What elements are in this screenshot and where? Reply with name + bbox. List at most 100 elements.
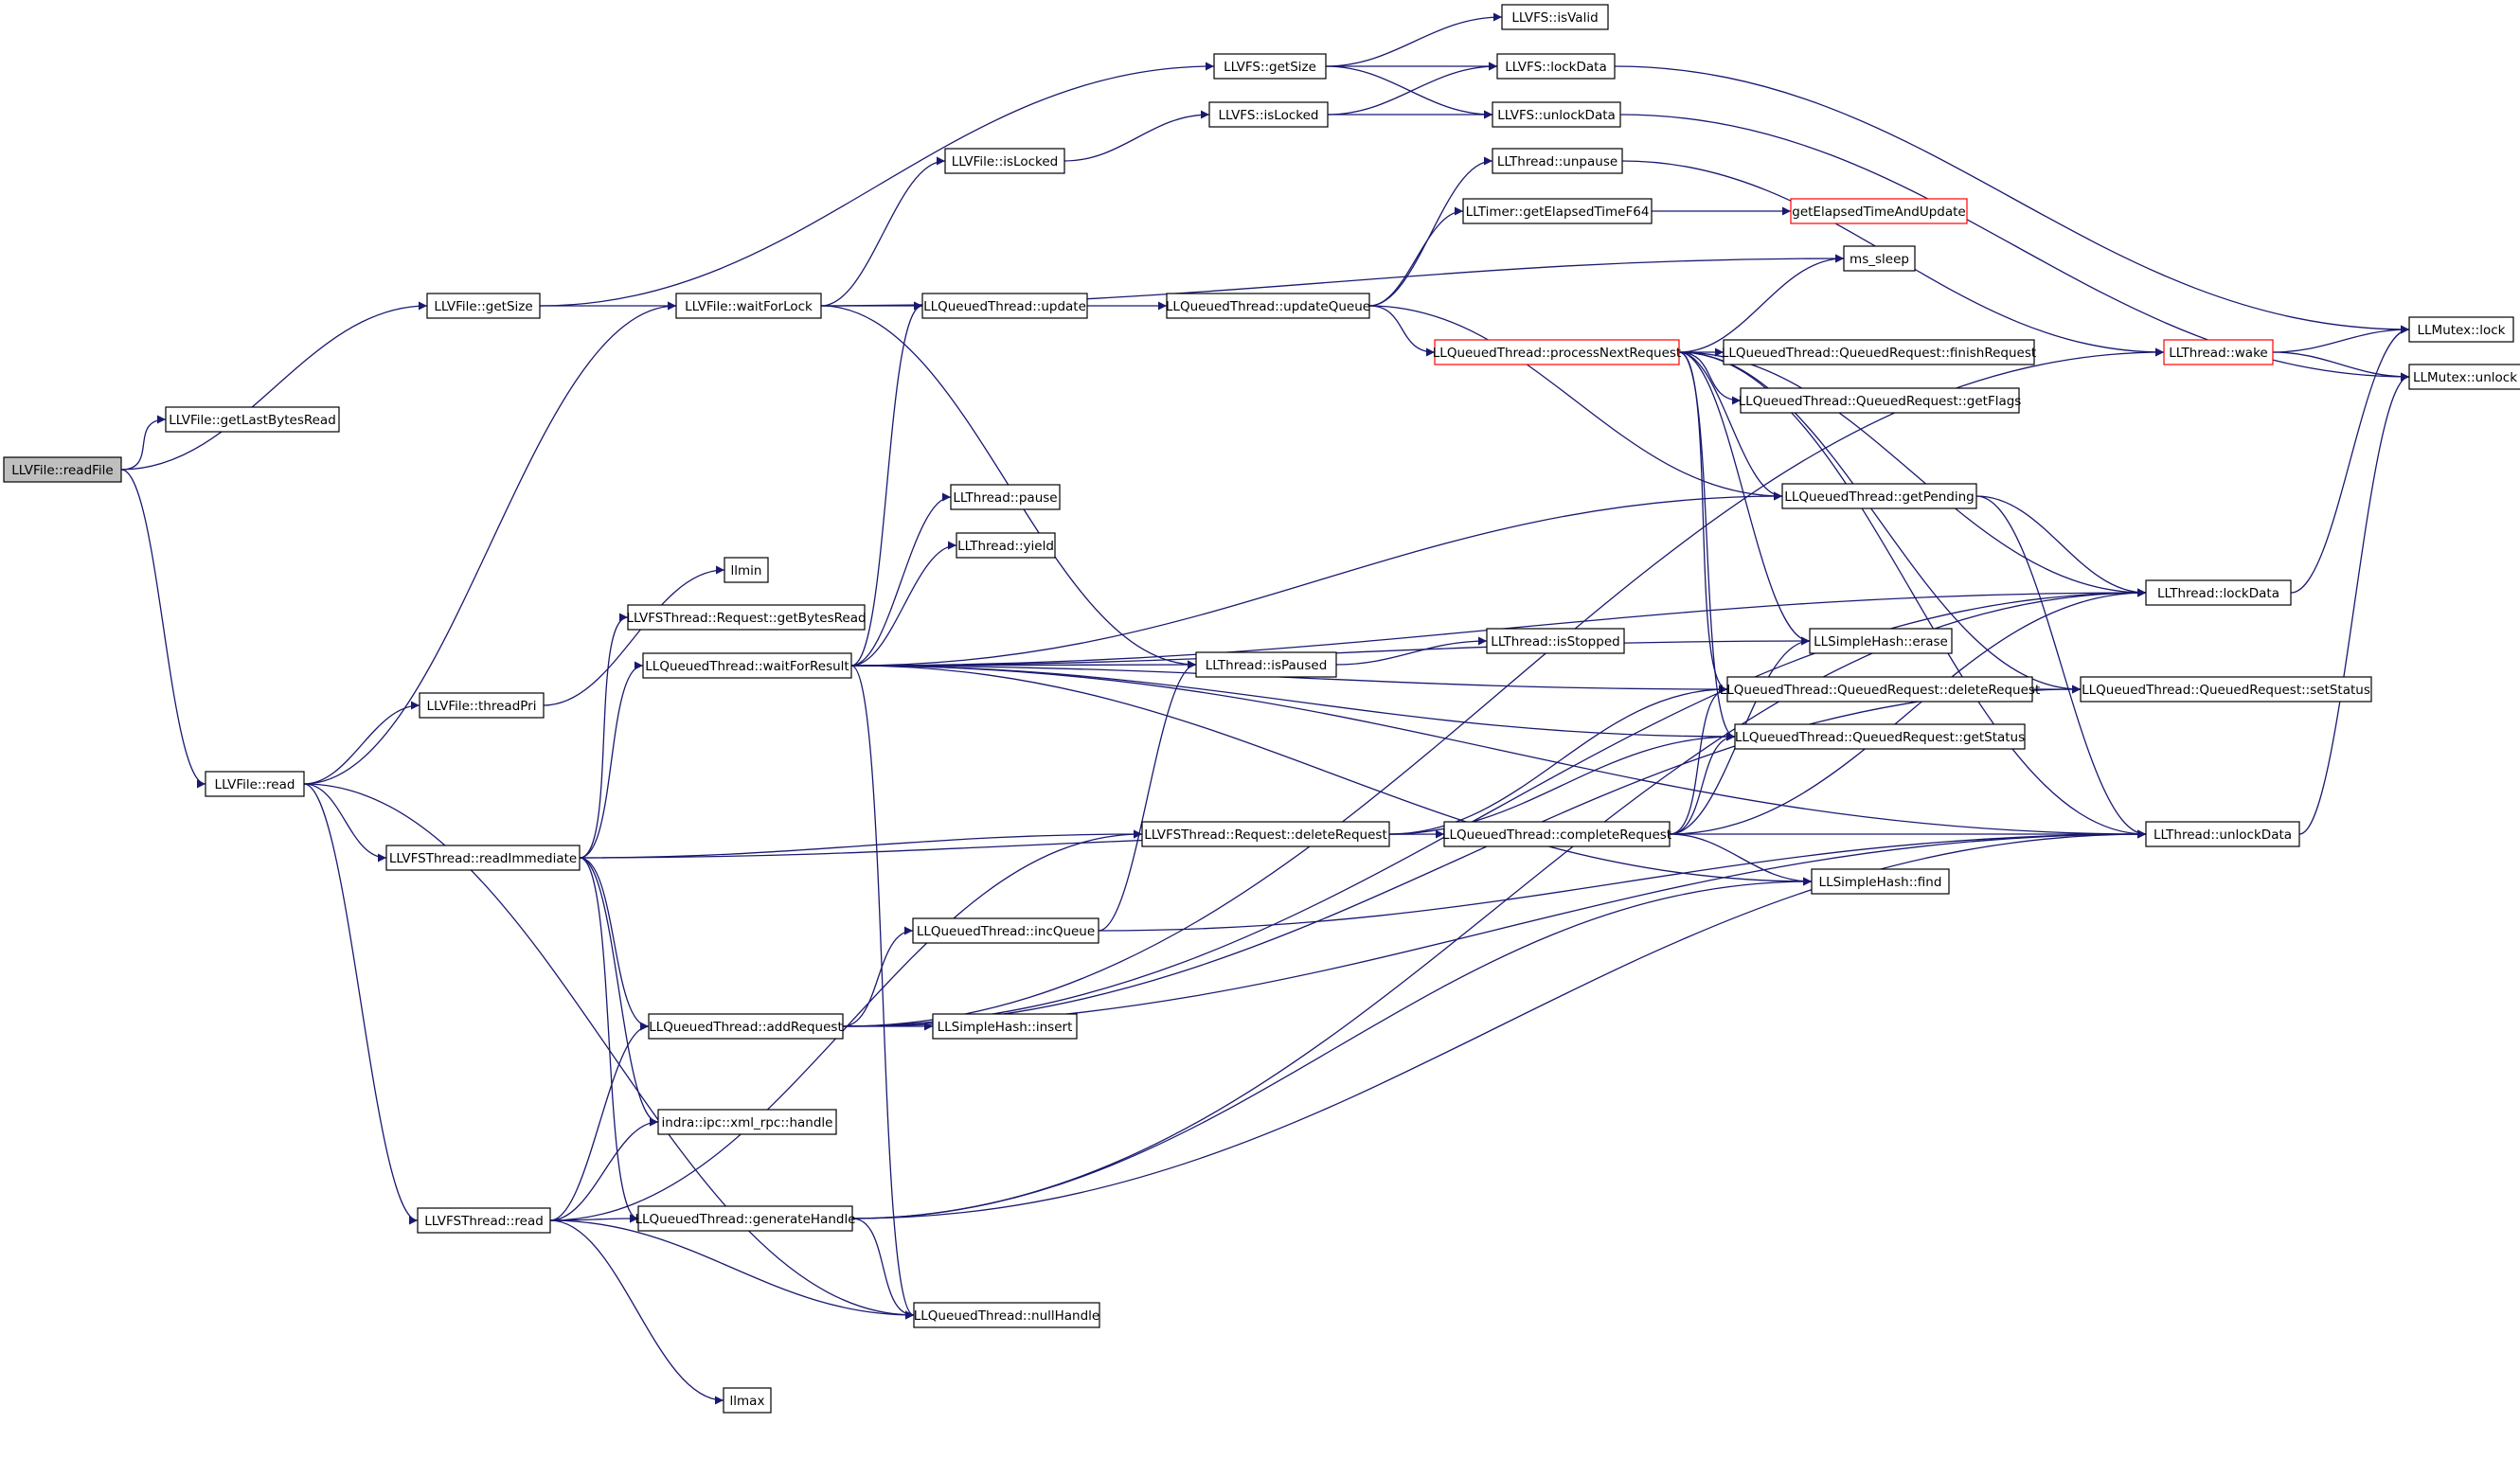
node-label: LLVFile::threadPri: [427, 699, 537, 714]
node-delete-request-qr[interactable]: LLQueuedThread::QueuedRequest::deleteReq…: [1720, 676, 2040, 703]
edge-get-size-file-to-vfs-get-size: [539, 62, 1215, 307]
node-box: [205, 771, 305, 797]
node-box: [1492, 148, 1623, 174]
node-label: LLQueuedThread::QueuedRequest::getFlags: [1739, 394, 2022, 409]
node-delete-request-vfs[interactable]: LLVFSThread::Request::deleteRequest: [1141, 821, 1390, 847]
node-read-thread[interactable]: LLVFSThread::read: [417, 1207, 551, 1234]
node-generate-handle[interactable]: LLQueuedThread::generateHandle: [634, 1205, 856, 1232]
node-null-handle[interactable]: LLQueuedThread::nullHandle: [913, 1302, 1100, 1328]
nodes-layer: LLVFile::readFile LLVFile::getLastBytesRe…: [3, 4, 2520, 1414]
node-label: LLQueuedThread::updateQueue: [1166, 299, 1370, 314]
node-get-elapsed-time-and-update[interactable]: getElapsedTimeAndUpdate: [1790, 198, 1968, 224]
node-label: LLQueuedThread::update: [923, 299, 1086, 314]
node-label: LLTimer::getElapsedTimeF64: [1466, 205, 1650, 220]
node-label: LLVFS::isValid: [1511, 10, 1598, 26]
edge-read-immediate-to-xml-rpc-handle: [579, 857, 659, 1127]
node-box: [2163, 339, 2274, 365]
edge-vfs-is-locked-to-vfs-lock-data: [1327, 62, 1498, 116]
edge-inc-queue-to-is-paused: [1098, 660, 1197, 932]
node-label: LLSimpleHash::find: [1819, 875, 1942, 890]
node-vfs-lock-data[interactable]: LLVFS::lockData: [1496, 53, 1616, 80]
node-box: [1208, 101, 1329, 128]
node-t-yield[interactable]: LLThread::yield: [956, 532, 1056, 559]
node-label: LLThread::wake: [2169, 346, 2267, 361]
node-box: [426, 293, 541, 319]
node-finish-request[interactable]: LLQueuedThread::QueuedRequest::finishReq…: [1722, 339, 2036, 365]
node-llmin[interactable]: llmin: [724, 557, 769, 583]
node-t-unlock-data[interactable]: LLThread::unlockData: [2145, 821, 2300, 847]
node-mutex-unlock[interactable]: LLMutex::unlock: [2408, 364, 2520, 390]
node-box: [1843, 245, 1916, 272]
node-read-file[interactable]: LLVFile::read: [205, 771, 305, 797]
node-box: [1740, 387, 2020, 414]
node-t-lock-data[interactable]: LLThread::lockData: [2145, 579, 2292, 606]
node-inc-queue[interactable]: LLQueuedThread::incQueue: [912, 917, 1099, 944]
node-box: [1809, 628, 1953, 654]
node-box: [1213, 53, 1327, 80]
node-read-immediate[interactable]: LLVFSThread::readImmediate: [385, 845, 581, 871]
node-xml-rpc-handle[interactable]: indra::ipc::xml_rpc::handle: [657, 1109, 837, 1135]
node-thread-pri[interactable]: LLVFile::threadPri: [419, 692, 545, 719]
edge-read-file-to-null-handle: [303, 783, 915, 1320]
node-box: [1434, 339, 1680, 365]
node-wait-for-lock[interactable]: LLVFile::waitForLock: [675, 293, 822, 319]
node-mutex-lock[interactable]: LLMutex::lock: [2408, 316, 2514, 343]
node-label: LLQueuedThread::getPending: [1784, 489, 1974, 505]
node-label: LLVFS::isLocked: [1219, 108, 1319, 123]
edge-get-pending-to-t-unlock-data: [1975, 495, 2147, 839]
edge-read-file-to-get-last-bytes-read: [120, 415, 167, 471]
node-sh-insert[interactable]: LLSimpleHash::insert: [932, 1013, 1078, 1040]
node-label: LLQueuedThread::QueuedRequest::setStatus: [2082, 683, 2370, 698]
node-box: [913, 1302, 1100, 1328]
edge-t-wake-to-mutex-lock: [2272, 325, 2410, 353]
node-is-locked-file[interactable]: LLVFile::isLocked: [944, 148, 1065, 174]
edge-complete-request-to-delete-request-qr: [1669, 685, 1728, 835]
node-label: LLSimpleHash::erase: [1814, 634, 1948, 649]
node-get-last-bytes-read[interactable]: LLVFile::getLastBytesRead: [165, 406, 340, 433]
edge-update-queue-to-get-elapsed-time-f64: [1368, 206, 1464, 307]
node-update-queue[interactable]: LLQueuedThread::updateQueue: [1166, 293, 1370, 319]
edge-thread-pri-to-llmin: [543, 565, 725, 706]
node-sh-find[interactable]: LLSimpleHash::find: [1811, 868, 1950, 895]
node-sh-erase[interactable]: LLSimpleHash::erase: [1809, 628, 1953, 654]
node-set-status[interactable]: LLQueuedThread::QueuedRequest::setStatus: [2080, 676, 2372, 703]
node-get-elapsed-time-f64[interactable]: LLTimer::getElapsedTimeF64: [1462, 198, 1653, 224]
node-get-flags[interactable]: LLQueuedThread::QueuedRequest::getFlags: [1739, 387, 2022, 414]
node-vfs-get-size[interactable]: LLVFS::getSize: [1213, 53, 1327, 80]
node-qt-update[interactable]: LLQueuedThread::update: [921, 293, 1088, 319]
node-get-size-file[interactable]: LLVFile::getSize: [426, 293, 541, 319]
node-label: LLQueuedThread::generateHandle: [634, 1212, 855, 1227]
node-t-unpause[interactable]: LLThread::unpause: [1492, 148, 1623, 174]
node-get-bytes-read[interactable]: LLVFSThread::Request::getBytesRead: [626, 604, 867, 631]
node-ms-sleep[interactable]: ms_sleep: [1843, 245, 1916, 272]
node-vfs-is-locked[interactable]: LLVFS::isLocked: [1208, 101, 1329, 128]
node-box: [1734, 723, 2026, 750]
node-add-request[interactable]: LLQueuedThread::addRequest: [648, 1013, 844, 1040]
edge-read-file-to-read-immediate: [303, 783, 387, 863]
node-process-next-request[interactable]: LLQueuedThread::processNextRequest: [1433, 339, 1681, 365]
edge-read-thread-to-xml-rpc-handle: [549, 1117, 659, 1221]
node-complete-request[interactable]: LLQueuedThread::completeRequest: [1442, 821, 1671, 847]
node-box: [627, 604, 866, 631]
edge-wait-for-lock-to-is-locked-file: [820, 156, 946, 307]
node-is-paused[interactable]: LLThread::isPaused: [1195, 651, 1337, 678]
edge-read-file-to-wait-for-lock: [303, 301, 677, 785]
node-vfs-is-valid[interactable]: LLVFS::isValid: [1501, 4, 1609, 30]
edge-generate-handle-to-t-unlock-data: [851, 829, 2147, 1219]
edge-wait-for-result-to-qt-update: [850, 301, 923, 667]
node-get-status[interactable]: LLQueuedThread::QueuedRequest::getStatus: [1734, 723, 2026, 750]
node-label: LLThread::isPaused: [1206, 658, 1328, 673]
node-box: [932, 1013, 1078, 1040]
node-vfs-unlock-data[interactable]: LLVFS::unlockData: [1492, 101, 1621, 128]
node-t-pause[interactable]: LLThread::pause: [950, 484, 1061, 510]
edge-read-thread-to-llmax: [549, 1219, 724, 1405]
node-get-pending[interactable]: LLQueuedThread::getPending: [1781, 483, 1977, 509]
node-is-stopped[interactable]: LLThread::isStopped: [1486, 628, 1625, 654]
edge-vfs-get-size-to-vfs-unlock-data: [1325, 65, 1493, 119]
edge-vfs-lock-data-to-mutex-lock: [1614, 65, 2410, 334]
node-label: LLQueuedThread::incQueue: [917, 924, 1095, 939]
node-llmax[interactable]: llmax: [723, 1387, 772, 1414]
node-t-wake[interactable]: LLThread::wake: [2163, 339, 2274, 365]
node-read-file[interactable]: LLVFile::readFile: [3, 456, 122, 483]
node-wait-for-result[interactable]: LLQueuedThread::waitForResult: [642, 652, 852, 679]
